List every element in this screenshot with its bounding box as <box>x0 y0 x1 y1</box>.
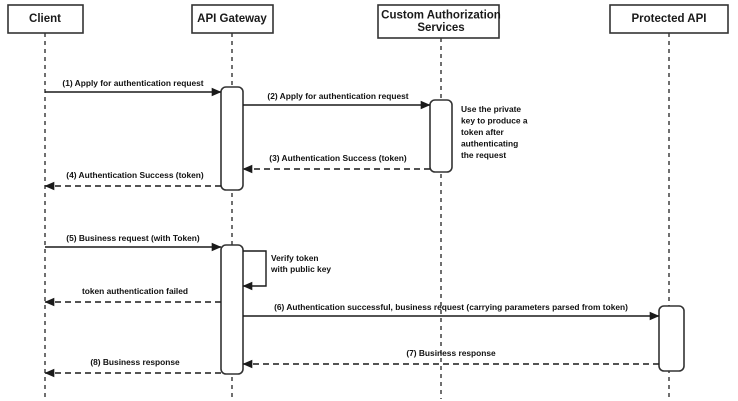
note-line: authenticating <box>461 139 518 149</box>
participant-box-custom-authorization-services <box>377 4 500 39</box>
participant-box-api-gateway <box>191 4 274 34</box>
participant-label-protected-api: Protected API <box>632 13 707 25</box>
message-label-msg-3: (3) Authentication Success (token) <box>269 153 407 163</box>
message-label-msg-4: (4) Authentication Success (token) <box>66 170 204 180</box>
message-msg-token-auth-failed[interactable]: token authentication failed <box>44 286 221 307</box>
participant-box-client <box>7 4 84 34</box>
activations-layer <box>220 86 685 375</box>
participant-label-custom-authorization-services: Custom Authorization <box>381 9 501 21</box>
message-msg-5[interactable]: (5) Business request (with Token) <box>45 233 222 252</box>
message-msg-8[interactable]: (8) Business response <box>44 357 221 378</box>
message-msg-2[interactable]: (2) Apply for authentication request <box>243 91 431 110</box>
note-line: key to produce a <box>461 116 528 126</box>
message-label-msg-self-verify: with public key <box>270 264 331 274</box>
message-msg-7[interactable]: (7) Business response <box>242 348 659 369</box>
note-line: token after <box>461 127 505 137</box>
message-label-msg-1: (1) Apply for authentication request <box>62 78 203 88</box>
participant-label-custom-authorization-services: Services <box>417 22 464 34</box>
note-line: Use the private <box>461 104 521 114</box>
participant-client[interactable]: Client <box>7 4 84 34</box>
messages-layer: (1) Apply for authentication request (2) … <box>44 78 660 378</box>
message-label-msg-6: (6) Authentication successful, business … <box>274 302 628 312</box>
participant-label-client: Client <box>29 13 61 25</box>
participant-box-protected-api <box>609 4 729 34</box>
message-label-msg-7: (7) Business response <box>406 348 496 358</box>
activation-bar-protected-api-activation <box>658 305 685 372</box>
message-msg-6[interactable]: (6) Authentication successful, business … <box>243 302 660 321</box>
message-arrow-msg-self-verify <box>242 250 267 291</box>
message-msg-3[interactable]: (3) Authentication Success (token) <box>242 153 430 174</box>
message-label-msg-token-auth-failed: token authentication failed <box>82 286 188 296</box>
activation-bar-custom-auth-activation <box>429 99 453 173</box>
participant-protected-api[interactable]: Protected API <box>609 4 729 34</box>
message-label-msg-8: (8) Business response <box>90 357 180 367</box>
participant-label-api-gateway: API Gateway <box>197 13 267 25</box>
participants-layer: Client API Gateway Custom AuthorizationSer… <box>7 4 729 39</box>
message-msg-4[interactable]: (4) Authentication Success (token) <box>44 170 221 191</box>
message-label-msg-2: (2) Apply for authentication request <box>267 91 408 101</box>
note-line: the request <box>461 150 506 160</box>
participant-api-gateway[interactable]: API Gateway <box>191 4 274 34</box>
activation-bar-api-gateway-business-activation <box>220 244 244 375</box>
message-label-msg-self-verify: Verify token <box>271 253 318 263</box>
activation-bar-api-gateway-auth-activation <box>220 86 244 191</box>
message-msg-1[interactable]: (1) Apply for authentication request <box>45 78 222 97</box>
message-label-msg-5: (5) Business request (with Token) <box>66 233 200 243</box>
